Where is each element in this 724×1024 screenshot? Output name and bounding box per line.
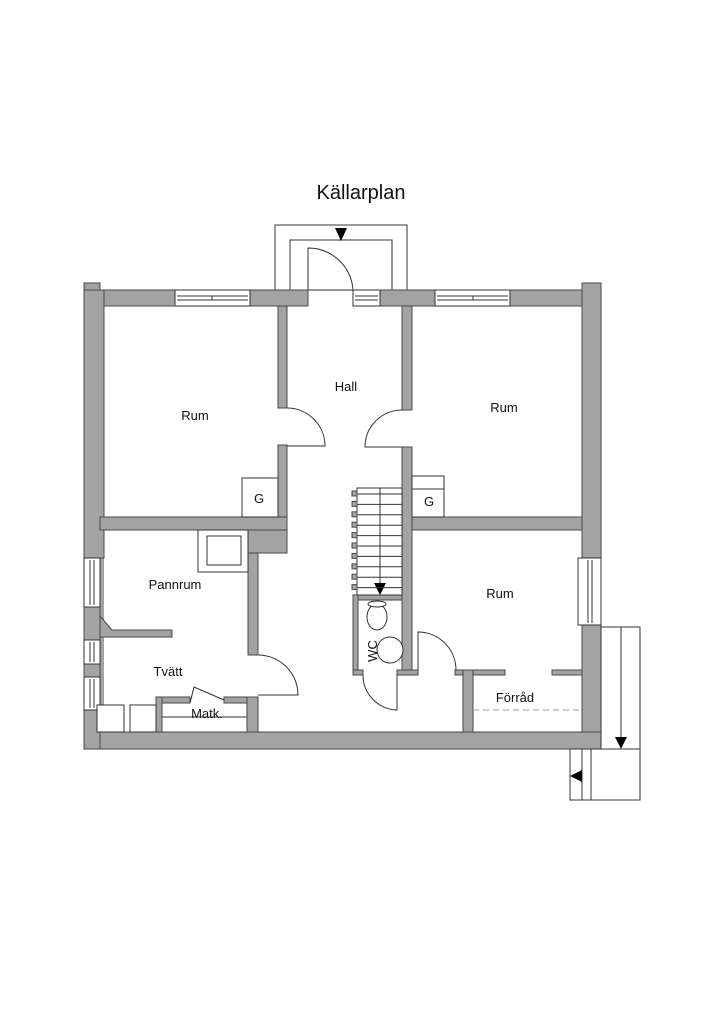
room-label-wc: WC <box>365 640 380 662</box>
toilet-icon <box>366 603 388 631</box>
room-label-tvatt: Tvätt <box>154 664 183 679</box>
doors <box>189 407 457 711</box>
exterior-stairs <box>569 626 641 801</box>
sink-icon <box>376 636 404 664</box>
entry-arrow-icon <box>335 228 347 241</box>
g-box-right <box>411 475 445 518</box>
baluster <box>351 500 358 507</box>
window <box>83 639 101 665</box>
staircase <box>351 487 403 596</box>
room-label-hall: Hall <box>335 379 358 394</box>
entry-door <box>307 247 354 291</box>
baluster <box>351 532 358 539</box>
window <box>577 557 602 626</box>
arrow-left-icon <box>570 770 582 782</box>
room-label-rum: Rum <box>486 586 513 601</box>
stair-arrow-icon <box>374 583 386 595</box>
window <box>83 676 101 711</box>
walls <box>83 282 602 750</box>
dryer <box>129 704 157 733</box>
room-label-rum: Rum <box>181 408 208 423</box>
windows <box>83 289 602 711</box>
arrow-down-icon <box>615 737 627 749</box>
baluster <box>351 521 358 528</box>
room-label-pannrum: Pannrum <box>149 577 202 592</box>
fixtures <box>96 475 580 733</box>
washer <box>96 704 125 733</box>
room-label-rum: Rum <box>490 400 517 415</box>
room-label-forrad: Förråd <box>496 690 534 705</box>
plan-title: Källarplan <box>317 182 406 204</box>
baluster <box>351 490 358 497</box>
window <box>83 557 101 608</box>
baluster <box>351 552 358 559</box>
baluster <box>351 563 358 570</box>
baluster <box>351 584 358 591</box>
room-label-matk: Matk. <box>191 706 223 721</box>
window <box>352 289 381 307</box>
entrance-porch <box>274 224 408 291</box>
baluster <box>351 573 358 580</box>
g-label: G <box>254 491 264 506</box>
baluster <box>351 542 358 549</box>
g-label: G <box>424 494 434 509</box>
baluster <box>351 511 358 518</box>
g-box-left <box>241 477 279 518</box>
